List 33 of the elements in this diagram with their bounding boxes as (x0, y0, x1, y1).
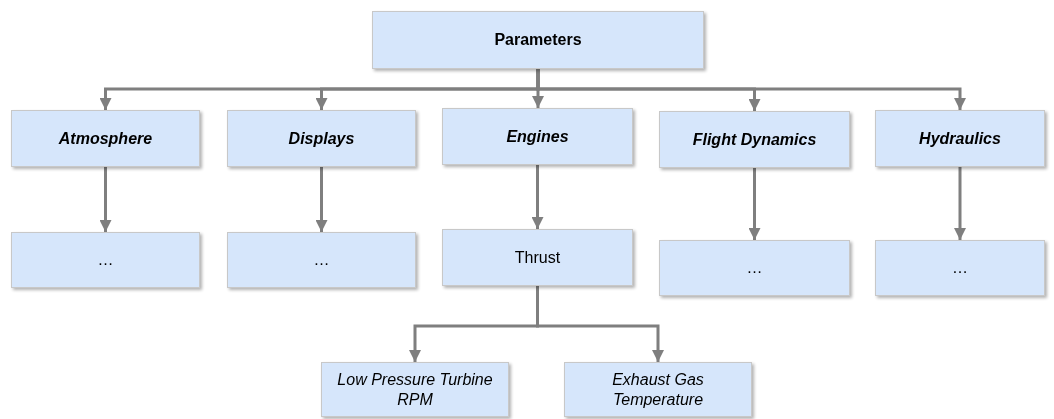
node-box (659, 111, 850, 168)
node-box (442, 229, 633, 286)
node-label: … (952, 258, 968, 278)
connector-arrow (531, 165, 544, 229)
node-box (227, 232, 416, 288)
node-label: … (746, 258, 763, 278)
node-box (11, 232, 200, 288)
connector-arrow (748, 168, 761, 240)
node-label: Atmosphere (58, 128, 153, 149)
connector-arrow (536, 286, 664, 362)
node-box (875, 240, 1045, 296)
node-label: Thrust (514, 247, 561, 268)
node-label: Engines (506, 126, 569, 147)
node-box (875, 110, 1045, 167)
node-label: Exhaust Gas Temperature (611, 370, 705, 409)
node-label: Parameters (494, 30, 582, 50)
node-label: Low Pressure Turbine RPM (336, 370, 494, 409)
node-label: Displays (288, 128, 355, 149)
node-box (227, 110, 416, 167)
node-box (372, 11, 704, 69)
node-label: … (313, 250, 330, 270)
connector-arrow (315, 167, 328, 232)
node-box (11, 110, 200, 167)
connector-arrow (954, 167, 966, 240)
node-box (321, 362, 509, 417)
connector-arrow (536, 69, 966, 110)
node-box (442, 108, 633, 165)
node-label: Flight Dynamics (692, 129, 817, 150)
node-box (659, 240, 850, 296)
node-label: … (97, 250, 114, 270)
node-box (564, 362, 752, 417)
node-label: Hydraulics (919, 128, 1001, 149)
connector-arrow (99, 167, 112, 232)
